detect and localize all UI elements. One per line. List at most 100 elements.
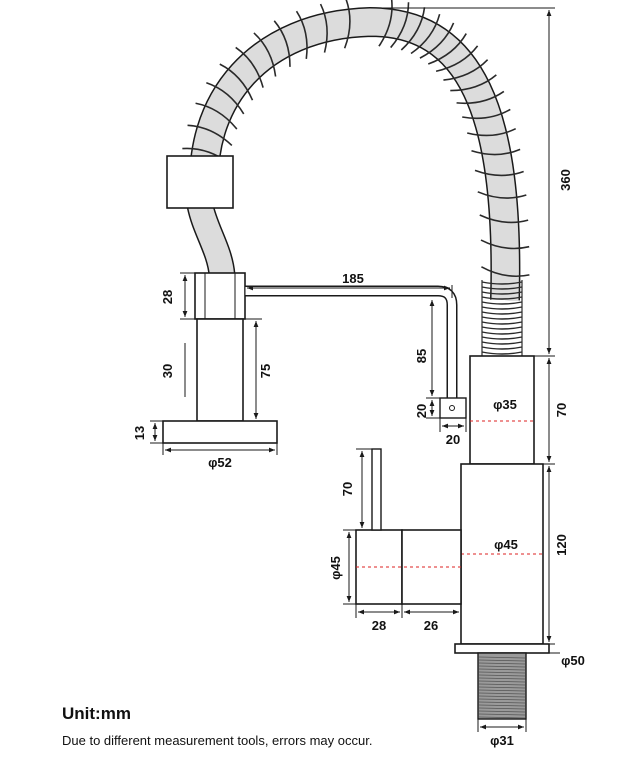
dim-label-phi35: φ35	[493, 397, 517, 412]
dim-label-phi31: φ31	[490, 733, 514, 748]
dim-label-13: 13	[132, 426, 147, 440]
spring-turn	[481, 311, 523, 315]
thread-line	[478, 695, 526, 698]
thread-line	[478, 707, 526, 710]
thread-line	[478, 710, 526, 713]
unit-label: Unit:mm	[62, 704, 131, 723]
dim-label-360: 360	[558, 169, 573, 191]
spring-turn	[319, 3, 328, 53]
spring-turn	[481, 286, 523, 290]
thread-line	[478, 662, 526, 665]
spring-turn	[481, 306, 523, 310]
spring-turn	[481, 301, 523, 305]
spring-turn	[390, 2, 410, 49]
spring-turn	[481, 321, 523, 325]
spring-tight-section	[481, 280, 523, 356]
spring-turn	[343, 0, 351, 49]
thread-lines	[478, 656, 526, 719]
spring-turn	[427, 33, 467, 65]
spring-turn	[219, 63, 254, 101]
spring-turn	[477, 191, 527, 199]
spring-turn	[443, 59, 489, 81]
spring-turn	[295, 10, 308, 59]
spring-turn	[471, 148, 521, 156]
spring-turn	[253, 32, 277, 77]
lever	[371, 448, 382, 531]
thread-line	[478, 692, 526, 695]
holder-stem	[196, 318, 244, 422]
spring-turn	[273, 20, 291, 67]
thread-line	[478, 668, 526, 671]
spout-outlet	[439, 397, 467, 419]
dim-label-120: 120	[554, 534, 569, 556]
thread-line	[478, 680, 526, 683]
spout-arm	[245, 285, 458, 398]
spring-turn	[378, 0, 393, 47]
thread-line	[478, 704, 526, 707]
spring-turn	[481, 346, 523, 350]
dim-label-26: 26	[424, 618, 438, 633]
spring-turn	[462, 108, 511, 120]
thread-line	[478, 674, 526, 677]
spring-turn	[481, 326, 523, 330]
dim-label-70-lever: 70	[340, 482, 355, 496]
spring-turn	[481, 341, 523, 345]
thread-line	[478, 686, 526, 689]
spring-turn	[195, 102, 238, 130]
spring-coil	[179, 0, 530, 278]
dim-label-28-side: 28	[372, 618, 386, 633]
thread-line	[478, 671, 526, 674]
spring-turn	[450, 74, 497, 92]
spring-turn	[435, 45, 479, 73]
spring-turn	[481, 266, 530, 278]
spring-turn	[235, 46, 264, 88]
spring-turn	[467, 127, 517, 137]
dim-label-30: 30	[160, 364, 175, 378]
spring-turn	[481, 331, 523, 335]
dim-label-75: 75	[258, 364, 273, 378]
mount-plate	[454, 643, 550, 654]
thread-line	[478, 701, 526, 704]
spring-turn	[479, 214, 529, 224]
spring-turn	[410, 13, 441, 55]
dim-label-phi45-side: φ45	[328, 556, 343, 580]
spring-turn	[481, 291, 523, 295]
spring-turn	[419, 22, 455, 59]
dim-label-20-v: 20	[414, 404, 429, 418]
thread-line	[478, 677, 526, 680]
spring-turn	[480, 239, 530, 250]
spring-turn	[400, 7, 426, 51]
spring-turn	[474, 169, 524, 177]
holder-cap	[194, 272, 246, 320]
spring-turn	[456, 90, 505, 105]
spring-turn	[481, 336, 523, 340]
spring-turn	[481, 281, 523, 285]
spring-turn	[187, 124, 233, 146]
dim-label-85: 85	[414, 349, 429, 363]
dim-label-20-h: 20	[446, 432, 460, 447]
spring-turn	[481, 296, 523, 300]
dim-label-28-holder: 28	[160, 290, 175, 304]
thread-line	[478, 659, 526, 662]
thread-line	[478, 698, 526, 701]
spray-head	[166, 155, 234, 209]
measurement-note: Due to different measurement tools, erro…	[62, 733, 373, 748]
thread-line	[478, 665, 526, 668]
thread-line	[478, 683, 526, 686]
holder-base-plate	[162, 420, 278, 444]
spring-turn	[481, 316, 523, 320]
thread-line	[478, 716, 526, 719]
dim-label-185: 185	[342, 271, 364, 286]
thread-line	[478, 689, 526, 692]
dim-label-phi45-body: φ45	[494, 537, 518, 552]
dim-label-70-upper: 70	[554, 403, 569, 417]
spring-turn	[481, 351, 523, 355]
spring-turn	[206, 82, 245, 115]
dim-label-phi52: φ52	[208, 455, 232, 470]
dim-label-phi50: φ50	[561, 653, 585, 668]
upper-body	[469, 355, 535, 465]
thread-line	[478, 656, 526, 659]
thread-line	[478, 713, 526, 716]
